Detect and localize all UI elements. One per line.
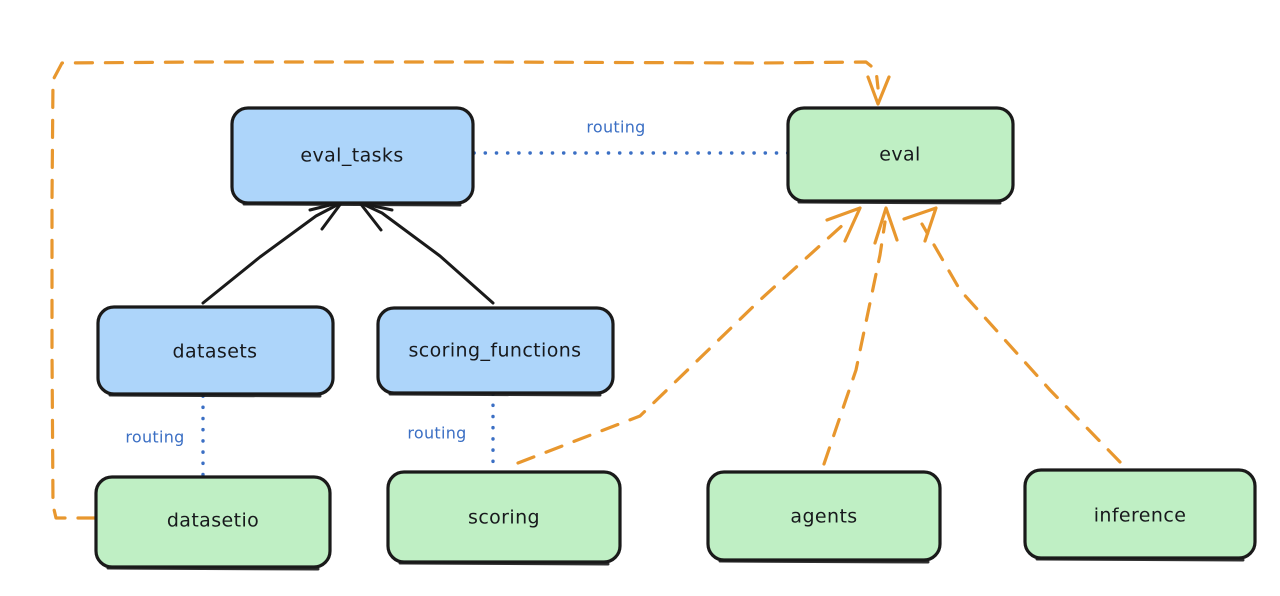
node-scoring_functions-label: scoring_functions: [409, 340, 582, 362]
edge-inference-eval-line: [920, 222, 1122, 464]
node-scoring_functions-box: [376, 306, 615, 395]
node-agents-sketch-underline: [718, 559, 930, 564]
edge-datasets-eval_tasks-line: [201, 203, 339, 305]
edge-inference-eval[interactable]: [902, 206, 1122, 464]
edge-agents-eval-arrowhead: [873, 206, 899, 245]
node-scoring_functions-sketch-underline: [388, 392, 602, 397]
edge-group-composition: [201, 200, 495, 305]
node-scoring-sketch-underline: [398, 561, 610, 566]
node-eval_tasks[interactable]: eval_tasks: [230, 106, 475, 207]
edge-group-dependencies: [50, 60, 1122, 520]
node-agents-label: agents: [790, 506, 857, 528]
edge-inference-eval-arrowhead: [902, 206, 938, 243]
node-datasetio[interactable]: datasetio: [94, 475, 332, 571]
edge-label-routing-scoring_functions-scoring: routing: [407, 424, 466, 443]
node-eval[interactable]: eval: [786, 106, 1015, 205]
edge-scoring-eval-line: [516, 220, 848, 465]
edge-datasetio-eval[interactable]: [50, 60, 891, 520]
node-datasets-box: [96, 305, 335, 396]
edge-group-routing: [201, 151, 790, 479]
node-scoring-label: scoring: [468, 507, 540, 529]
node-datasetio-label: datasetio: [167, 510, 259, 532]
edge-scoring_functions-eval_tasks[interactable]: [358, 201, 495, 305]
edge-agents-eval[interactable]: [822, 206, 899, 466]
node-agents[interactable]: agents: [706, 470, 942, 564]
node-eval_tasks-box: [230, 106, 475, 205]
edge-datasetio-eval-arrowhead: [866, 75, 891, 106]
node-inference-sketch-underline: [1035, 557, 1245, 562]
node-eval_tasks-label: eval_tasks: [300, 145, 403, 167]
node-inference[interactable]: inference: [1023, 468, 1257, 562]
edge-scoring-eval[interactable]: [516, 206, 862, 465]
node-datasets-label: datasets: [173, 341, 258, 363]
edge-datasets-eval_tasks[interactable]: [201, 200, 344, 305]
node-scoring_functions[interactable]: scoring_functions: [376, 306, 615, 397]
node-eval-label: eval: [879, 144, 920, 166]
edge-label-routing-datasets-datasetio: routing: [125, 428, 184, 447]
edge-label-group: routing routing routing: [125, 118, 645, 447]
edge-datasetio-eval-line: [50, 60, 880, 520]
edge-agents-eval-line: [822, 220, 887, 466]
node-eval_tasks-sketch-underline: [242, 202, 462, 207]
node-inference-label: inference: [1094, 505, 1187, 527]
node-eval-box: [786, 106, 1015, 203]
edge-scoring-eval-arrowhead: [825, 206, 862, 243]
node-datasetio-sketch-underline: [106, 566, 320, 571]
node-datasets[interactable]: datasets: [96, 305, 335, 398]
node-scoring[interactable]: scoring: [386, 470, 622, 566]
edge-scoring_functions-eval_tasks-line: [363, 203, 495, 305]
node-eval-sketch-underline: [797, 200, 1002, 205]
edge-label-routing-eval_tasks-eval: routing: [586, 118, 645, 137]
node-datasets-sketch-underline: [108, 393, 322, 398]
